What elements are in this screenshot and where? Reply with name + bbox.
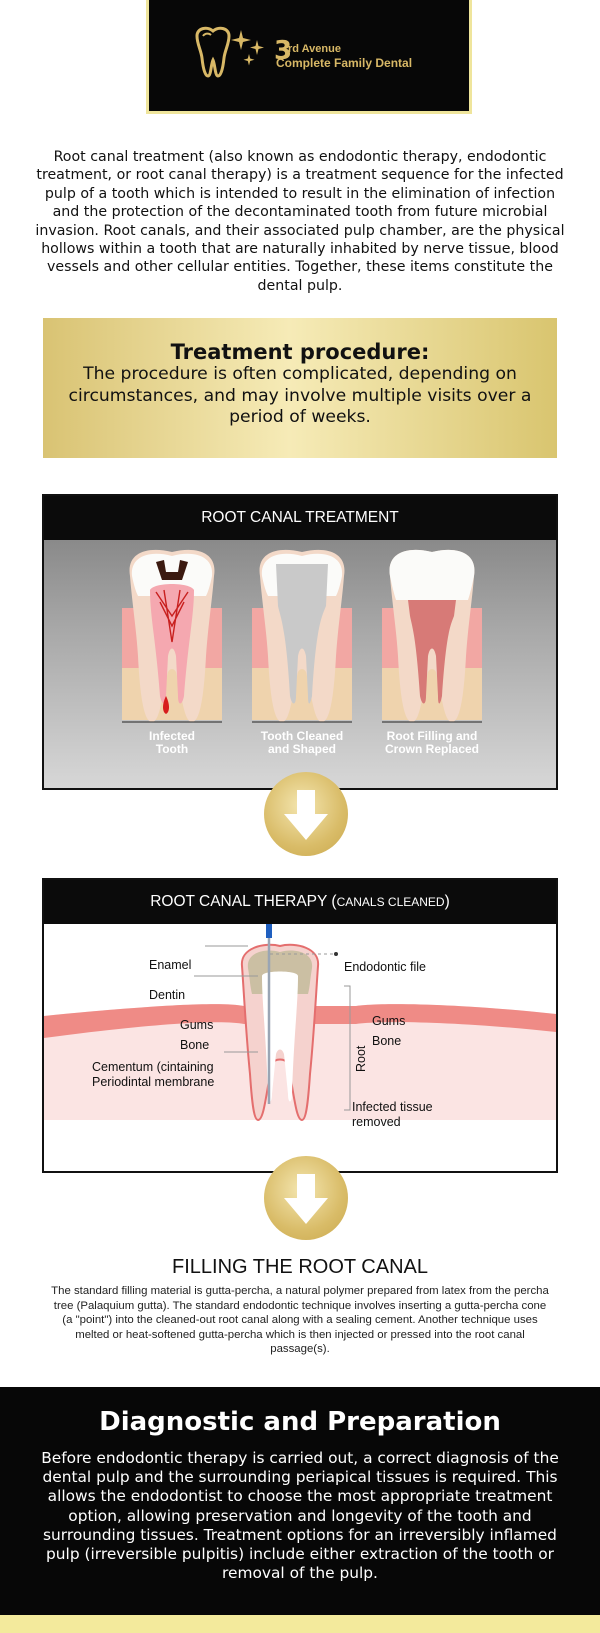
down-arrow-icon: [284, 1174, 328, 1224]
label-dentin: Dentin: [149, 988, 186, 1002]
down-arrow-circle-1: [264, 772, 348, 856]
label-enamel: Enamel: [149, 958, 192, 972]
root-canal-treatment-panel: ROOT CANAL TREATMENT Infected Tooth Toot…: [42, 494, 558, 790]
label-endodontic-file: Endodontic file: [344, 960, 427, 974]
tooth-logo-icon: [195, 26, 264, 78]
tooth-caption-3: Root Filling and Crown Replaced: [384, 729, 480, 756]
tooth-caption-1: Infected Tooth: [148, 729, 195, 756]
label-cementum: Cementum (cintaining Periodintal membran…: [92, 1060, 215, 1089]
label-gums-left: Gums: [180, 1018, 214, 1032]
label-root: Root: [354, 1045, 368, 1072]
logo-line-1: rd Avenue: [288, 43, 341, 55]
intro-paragraph: Root canal treatment (also known as endo…: [35, 149, 565, 294]
infected-tooth-illustration: [122, 549, 222, 723]
treatment-procedure-title: Treatment procedure:: [170, 340, 430, 364]
panel1-title: ROOT CANAL TREATMENT: [44, 496, 556, 540]
label-infected-tissue: Infected tissue removed: [352, 1100, 433, 1129]
diagnostic-title: Diagnostic and Preparation: [99, 1407, 501, 1437]
diagnostic-section: Diagnostic and Preparation Before endodo…: [0, 1387, 600, 1615]
label-bone-left: Bone: [180, 1038, 210, 1052]
panel2-title: ROOT CANAL THERAPY (CANALS CLEANED): [44, 880, 556, 924]
treatment-procedure-box: Treatment procedure: The procedure is of…: [43, 318, 557, 458]
tooth-cross-section-diagram: [44, 924, 556, 1122]
footer-bar: [0, 1615, 600, 1633]
tooth-caption-2: Tooth Cleaned and Shaped: [260, 729, 344, 756]
filled-tooth-illustration: [382, 549, 482, 723]
filling-title: FILLING THE ROOT CANAL: [172, 1256, 428, 1278]
label-bone-right: Bone: [372, 1034, 402, 1048]
label-gums-right: Gums: [372, 1014, 406, 1028]
down-arrow-icon: [284, 790, 328, 840]
logo-number: 3: [274, 36, 293, 66]
header-logo-block: 3 rd Avenue Complete Family Dental: [146, 0, 472, 114]
filling-text: The standard filling material is gutta-p…: [51, 1285, 549, 1356]
logo-line-2: Complete Family Dental: [276, 56, 413, 70]
treatment-procedure-text: The procedure is often complicated, depe…: [68, 364, 532, 427]
root-canal-therapy-panel: ROOT CANAL THERAPY (CANALS CLEANED) Enam…: [42, 878, 558, 1173]
cleaned-tooth-illustration: [252, 549, 352, 723]
down-arrow-circle-2: [264, 1156, 348, 1240]
diagnostic-text: Before endodontic therapy is carried out…: [41, 1449, 559, 1583]
